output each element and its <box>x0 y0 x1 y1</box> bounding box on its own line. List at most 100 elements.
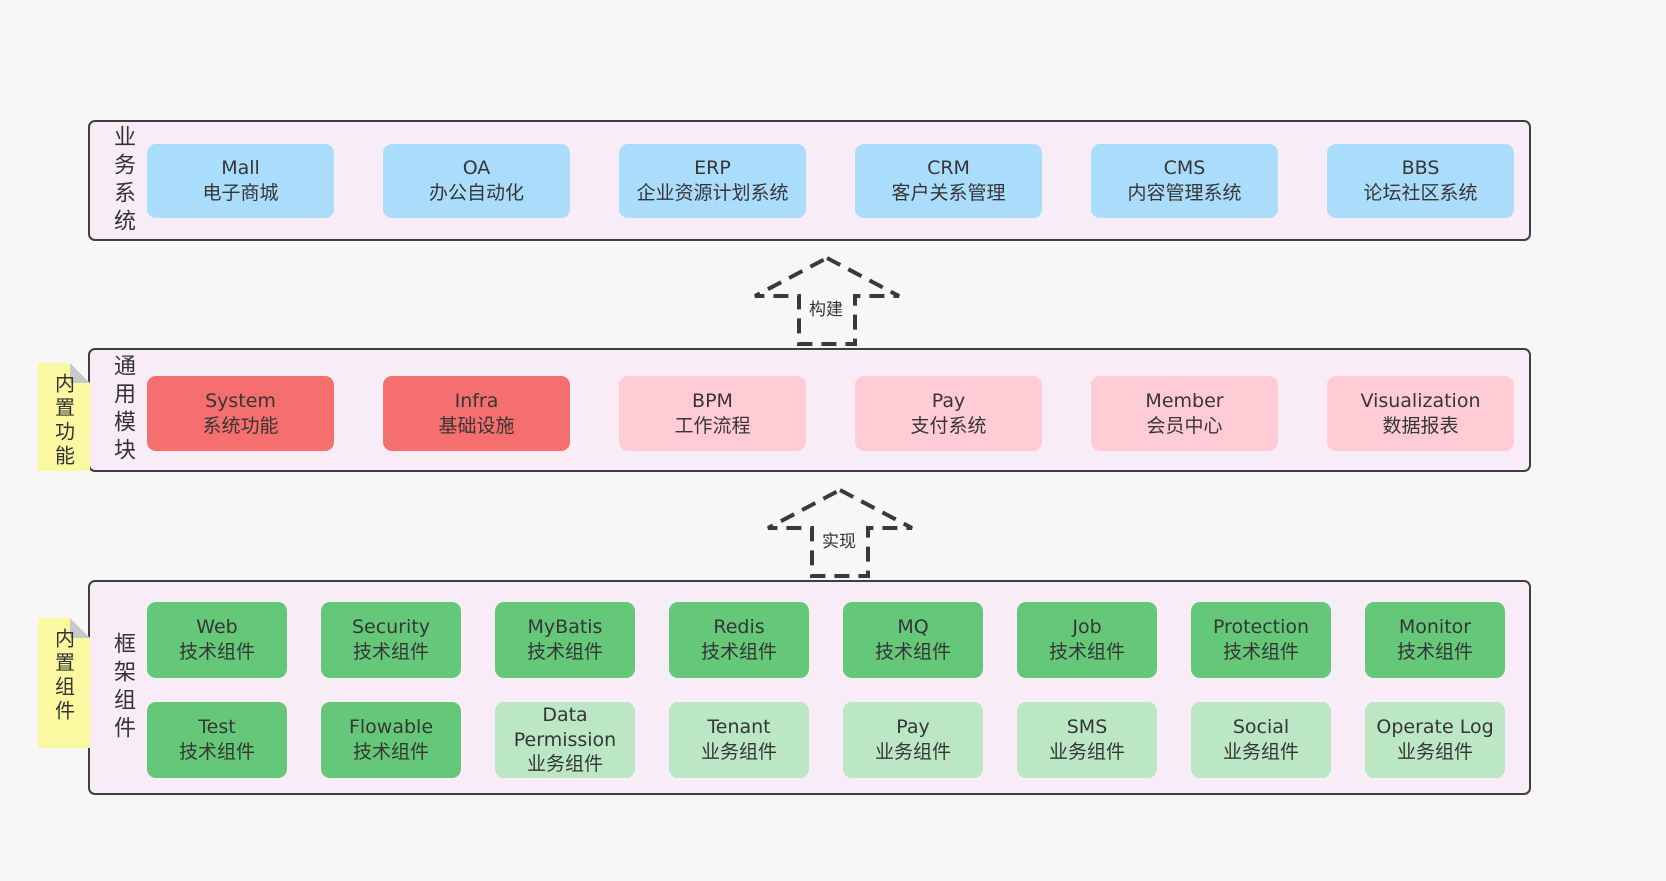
box-tenant: Tenant 业务组件 <box>669 702 809 778</box>
box-label: 支付系统 <box>910 414 987 437</box>
box-name: BPM <box>692 389 733 412</box>
box-social: Social 业务组件 <box>1191 702 1331 778</box>
framework-layer: 框架组件 Web 技术组件 Security 技术组件 MyBatis 技术组件… <box>88 580 1531 795</box>
business-layer-title: 业务系统 <box>110 124 135 237</box>
box-name: Data Permission <box>513 703 617 751</box>
box-data-permission: Data Permission 业务组件 <box>495 702 635 778</box>
box-label: 技术组件 <box>1396 641 1473 663</box>
box-label: 技术组件 <box>526 641 603 663</box>
box-name: Security <box>351 616 431 639</box>
box-name: CRM <box>927 157 970 180</box>
box-erp: ERP 企业资源计划系统 <box>619 144 806 218</box>
box-name: Pay <box>931 389 966 412</box>
box-name: OA <box>462 157 491 180</box>
box-cms: CMS 内容管理系统 <box>1091 144 1278 218</box>
box-system: System 系统功能 <box>147 376 334 451</box>
box-bpm: BPM 工作流程 <box>619 376 806 451</box>
box-name: Social <box>1232 716 1290 739</box>
box-oa: OA 办公自动化 <box>383 144 570 218</box>
module-layer: 通用模块 System 系统功能 Infra 基础设施 BPM 工作流程 Pay… <box>88 348 1531 472</box>
sticky-label: 内置功能 <box>51 373 76 469</box>
box-label: 数据报表 <box>1382 414 1459 437</box>
box-name: Job <box>1072 616 1102 639</box>
box-label: 技术组件 <box>178 741 255 763</box>
box-test: Test 技术组件 <box>147 702 287 778</box>
box-label: 客户关系管理 <box>891 182 1006 204</box>
box-name: SMS <box>1066 716 1108 739</box>
box-label: 内容管理系统 <box>1127 182 1242 204</box>
box-pay-module: Pay 支付系统 <box>855 376 1042 451</box>
box-name: Pay <box>896 716 930 739</box>
box-label: 技术组件 <box>178 641 255 663</box>
business-layer-boxes: Mall 电子商城 OA 办公自动化 ERP 企业资源计划系统 CRM 客户关系… <box>147 144 1514 218</box>
box-label: 工作流程 <box>674 414 751 437</box>
box-label: 业务组件 <box>1396 741 1473 763</box>
box-flowable: Flowable 技术组件 <box>321 702 461 778</box>
box-mq: MQ 技术组件 <box>843 602 983 678</box>
box-name: Flowable <box>348 716 434 739</box>
implement-arrow-up-icon <box>767 487 913 578</box>
box-label: 会员中心 <box>1146 414 1223 437</box>
box-label: 技术组件 <box>1048 641 1125 663</box>
module-layer-boxes: System 系统功能 Infra 基础设施 BPM 工作流程 Pay 支付系统… <box>147 376 1514 451</box>
sticky-note-builtin-features: 内置功能 <box>38 363 90 471</box>
box-name: Mall <box>221 157 260 180</box>
box-label: 系统功能 <box>202 414 279 437</box>
framework-layer-title: 框架组件 <box>110 631 135 744</box>
box-name: Operate Log <box>1376 716 1494 739</box>
box-label: 技术组件 <box>352 641 429 663</box>
box-label: 电子商城 <box>202 182 279 204</box>
sticky-note-builtin-components: 内置组件 <box>38 618 90 748</box>
box-pay-component: Pay 业务组件 <box>843 702 983 778</box>
box-name: Protection <box>1212 616 1310 639</box>
box-bbs: BBS 论坛社区系统 <box>1327 144 1514 218</box>
box-label: 办公自动化 <box>428 182 524 204</box>
box-crm: CRM 客户关系管理 <box>855 144 1042 218</box>
sticky-label: 内置组件 <box>51 628 76 724</box>
box-name: Redis <box>713 616 765 639</box>
box-name: Visualization <box>1360 389 1481 412</box>
box-name: Web <box>196 616 238 639</box>
build-arrow-label: 构建 <box>805 294 847 321</box>
box-label: 论坛社区系统 <box>1363 182 1478 204</box>
box-mall: Mall 电子商城 <box>147 144 334 218</box>
box-label: 企业资源计划系统 <box>636 182 789 204</box>
box-label: 业务组件 <box>1222 741 1299 763</box>
box-name: Tenant <box>707 716 771 739</box>
box-name: Infra <box>454 389 499 412</box>
box-web: Web 技术组件 <box>147 602 287 678</box>
box-label: 技术组件 <box>1222 641 1299 663</box>
box-name: ERP <box>694 157 731 180</box>
box-name: Test <box>198 716 236 739</box>
build-arrow-up-icon <box>754 255 900 346</box>
box-name: Member <box>1145 389 1224 412</box>
framework-layer-row-1: Web 技术组件 Security 技术组件 MyBatis 技术组件 Redi… <box>147 602 1505 678</box>
framework-layer-row-2: Test 技术组件 Flowable 技术组件 Data Permission … <box>147 702 1505 778</box>
box-name: Monitor <box>1398 616 1472 639</box>
box-redis: Redis 技术组件 <box>669 602 809 678</box>
box-member: Member 会员中心 <box>1091 376 1278 451</box>
box-security: Security 技术组件 <box>321 602 461 678</box>
box-name: MQ <box>897 616 929 639</box>
box-sms: SMS 业务组件 <box>1017 702 1157 778</box>
box-label: 技术组件 <box>874 641 951 663</box>
box-monitor: Monitor 技术组件 <box>1365 602 1505 678</box>
box-name: MyBatis <box>527 616 603 639</box>
box-label: 业务组件 <box>526 753 603 776</box>
box-name: CMS <box>1163 157 1206 180</box>
box-label: 技术组件 <box>352 741 429 763</box>
module-layer-title: 通用模块 <box>110 354 135 466</box>
box-name: System <box>205 389 276 412</box>
box-label: 业务组件 <box>1048 741 1125 763</box>
box-mybatis: MyBatis 技术组件 <box>495 602 635 678</box>
box-label: 业务组件 <box>874 741 951 763</box>
business-layer: 业务系统 Mall 电子商城 OA 办公自动化 ERP 企业资源计划系统 CRM… <box>88 120 1531 241</box>
box-label: 业务组件 <box>700 741 777 763</box>
box-name: BBS <box>1401 157 1440 180</box>
box-label: 基础设施 <box>438 414 515 437</box>
implement-arrow-label: 实现 <box>818 526 860 553</box>
box-label: 技术组件 <box>700 641 777 663</box>
box-job: Job 技术组件 <box>1017 602 1157 678</box>
box-visualization: Visualization 数据报表 <box>1327 376 1514 451</box>
box-infra: Infra 基础设施 <box>383 376 570 451</box>
